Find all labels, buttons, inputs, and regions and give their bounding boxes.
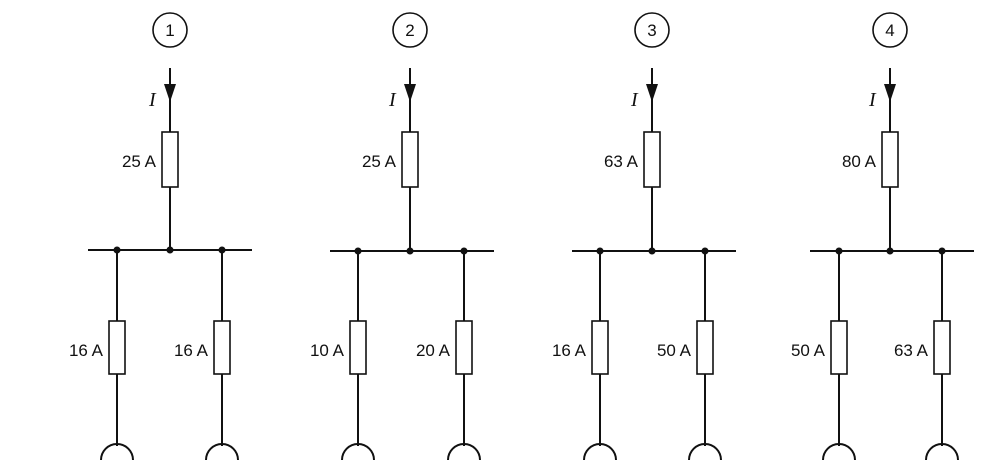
branch-fuse-rating-right: 50 A xyxy=(657,341,692,360)
main-fuse-rating: 25 A xyxy=(362,152,397,171)
load-symbol-icon xyxy=(341,443,375,461)
branch-fuse-rating-left: 50 A xyxy=(791,341,826,360)
circuit-number-circle xyxy=(872,12,908,48)
current-arrow-icon xyxy=(164,84,176,102)
current-arrow-icon xyxy=(884,84,896,102)
branch-fuse-right xyxy=(213,320,231,375)
load-symbol-icon xyxy=(925,443,959,461)
circuit-4: 4 I 80 A 50 A 63 A xyxy=(791,12,974,461)
branch-fuse-right xyxy=(933,320,951,375)
branch-fuse-left xyxy=(349,320,367,375)
circuit-2: 2 I 25 A 10 A 20 A xyxy=(310,12,494,461)
branch-fuse-rating-right: 16 A xyxy=(174,341,209,360)
junction-dot xyxy=(406,247,414,255)
junction-dot xyxy=(166,246,174,254)
circuit-1: 1 I 25 A 16 A 16 A xyxy=(69,12,252,461)
main-fuse-rating: 25 A xyxy=(122,152,157,171)
branch-fuse-rating-right: 20 A xyxy=(416,341,451,360)
circuit-number-circle xyxy=(152,12,188,48)
circuit-number: 4 xyxy=(885,21,894,40)
current-arrow-icon xyxy=(646,84,658,102)
circuit-3: 3 I 63 A 16 A 50 A xyxy=(552,12,736,461)
load-symbol-icon xyxy=(100,443,134,461)
circuit-number-circle xyxy=(392,12,428,48)
circuit-number: 3 xyxy=(647,21,656,40)
current-label: I xyxy=(388,89,397,111)
main-fuse-rating: 63 A xyxy=(604,152,639,171)
current-label: I xyxy=(868,89,877,111)
branch-fuse-rating-left: 10 A xyxy=(310,341,345,360)
current-label: I xyxy=(148,89,157,111)
main-fuse xyxy=(161,131,179,188)
branch-fuse-rating-right: 63 A xyxy=(894,341,929,360)
branch-fuse-left xyxy=(591,320,609,375)
circuit-number: 1 xyxy=(165,21,174,40)
load-symbol-icon xyxy=(447,443,481,461)
current-label: I xyxy=(630,89,639,111)
load-symbol-icon xyxy=(822,443,856,461)
branch-fuse-right xyxy=(455,320,473,375)
load-symbol-icon xyxy=(583,443,617,461)
junction-dot xyxy=(886,247,894,255)
load-symbol-icon xyxy=(205,443,239,461)
main-fuse xyxy=(643,131,661,188)
junction-dot xyxy=(648,247,656,255)
load-symbol-icon xyxy=(688,443,722,461)
main-fuse xyxy=(401,131,419,188)
branch-fuse-left xyxy=(830,320,848,375)
branch-fuse-left xyxy=(108,320,126,375)
circuit-number-circle xyxy=(634,12,670,48)
current-arrow-icon xyxy=(404,84,416,102)
main-fuse-rating: 80 A xyxy=(842,152,877,171)
circuit-number: 2 xyxy=(405,21,414,40)
branch-fuse-rating-left: 16 A xyxy=(552,341,587,360)
main-fuse xyxy=(881,131,899,188)
branch-fuse-right xyxy=(696,320,714,375)
branch-fuse-rating-left: 16 A xyxy=(69,341,104,360)
